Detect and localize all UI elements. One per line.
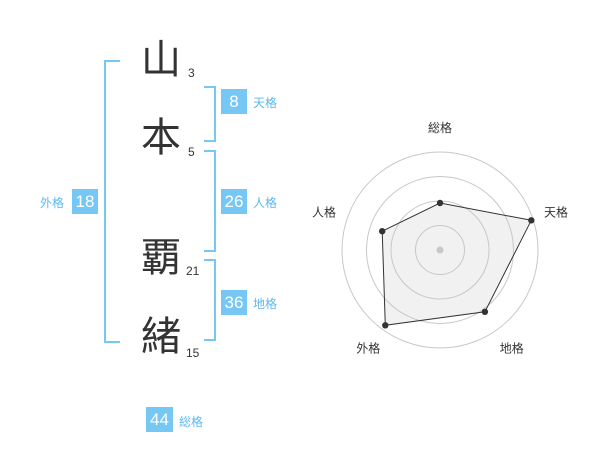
tenkaku-label: 天格 [253, 96, 278, 110]
radar-center-dot [436, 246, 444, 254]
radar-axis-label-5: 人格 [312, 204, 336, 219]
radar-point-1 [436, 199, 444, 207]
jinkaku-label: 人格 [253, 196, 278, 210]
jinkaku-bracket [204, 150, 216, 252]
radar-ring [366, 176, 514, 324]
radar-point-4 [382, 322, 389, 329]
chikaku-bracket [204, 259, 216, 341]
name-char-2: 本 [141, 115, 181, 161]
name-char-1: 山 [141, 37, 181, 83]
radar-point-5 [379, 228, 386, 235]
soukaku-label: 総格 [179, 415, 204, 429]
radar-axis-label-4: 外格 [356, 341, 380, 356]
tenkaku-bracket [204, 86, 216, 142]
radar-series-area [381, 202, 533, 326]
name-char-3: 覇 [141, 235, 181, 281]
name-char-1-strokes: 3 [188, 66, 195, 80]
name-char-3-strokes: 21 [186, 264, 200, 278]
radar-axis-label-2: 天格 [544, 204, 568, 219]
radar-point-2 [528, 217, 535, 224]
gaikaku-label: 外格 [40, 196, 65, 210]
radar-ring [341, 151, 539, 349]
gaikaku-bracket [104, 60, 120, 343]
chikaku-value-box: 36 [221, 290, 247, 315]
soukaku-value-box: 44 [146, 407, 173, 432]
name-char-4: 緒 [141, 314, 181, 360]
radar-point-3 [481, 308, 489, 315]
gaikaku-value-box: 18 [72, 189, 98, 214]
radar-ring [415, 225, 465, 275]
radar-axis-label-3: 地格 [500, 341, 524, 356]
radar-axis-label-1: 総格 [428, 120, 452, 135]
jinkaku-value-box: 26 [221, 189, 247, 214]
chikaku-label: 地格 [253, 297, 278, 311]
name-char-2-strokes: 5 [188, 145, 195, 159]
name-char-4-strokes: 15 [186, 346, 200, 360]
tenkaku-value-box: 8 [221, 89, 247, 114]
